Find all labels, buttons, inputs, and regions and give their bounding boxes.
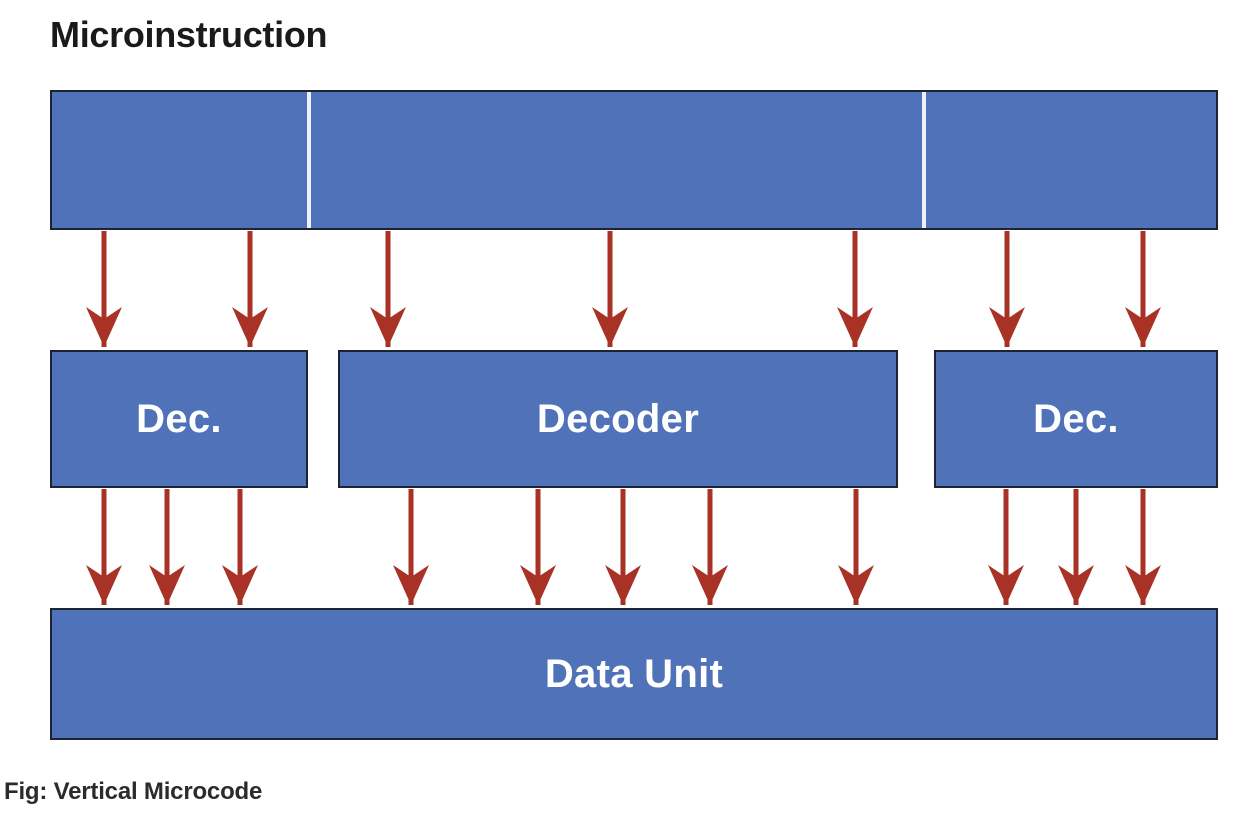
figure-caption: Fig: Vertical Microcode <box>4 778 263 805</box>
decoder-left-label: Dec. <box>136 397 222 441</box>
arrow-decoder-to-data-unit-5 <box>520 489 556 605</box>
arrow-bar-to-decoder-2 <box>232 231 268 347</box>
arrow-bar-to-decoder-7 <box>1125 231 1161 347</box>
arrow-decoder-to-data-unit-11 <box>1125 489 1161 605</box>
decoder-right-label: Dec. <box>1033 397 1119 441</box>
arrow-bar-to-decoder-6 <box>989 231 1025 347</box>
microinstruction-bar <box>50 90 1218 230</box>
microinstruction-field-divider-1 <box>307 92 311 228</box>
arrow-decoder-to-data-unit-8 <box>838 489 874 605</box>
arrow-bar-to-decoder-1 <box>86 231 122 347</box>
arrow-decoder-to-data-unit-2 <box>149 489 185 605</box>
microinstruction-field-divider-2 <box>922 92 926 228</box>
arrow-bar-to-decoder-3 <box>370 231 406 347</box>
arrow-decoder-to-data-unit-3 <box>222 489 258 605</box>
decoder-middle-label: Decoder <box>536 397 700 441</box>
decoder-right-box: Dec. <box>934 350 1218 488</box>
arrow-decoder-to-data-unit-6 <box>605 489 641 605</box>
arrow-decoder-to-data-unit-7 <box>692 489 728 605</box>
data-unit-label: Data Unit <box>544 652 724 696</box>
arrow-bar-to-decoder-4 <box>592 231 628 347</box>
arrow-decoder-to-data-unit-10 <box>1058 489 1094 605</box>
data-unit-box: Data Unit <box>50 608 1218 740</box>
page-title: Microinstruction <box>50 14 328 55</box>
arrow-bar-to-decoder-5 <box>837 231 873 347</box>
arrow-decoder-to-data-unit-1 <box>86 489 122 605</box>
arrow-decoder-to-data-unit-4 <box>393 489 429 605</box>
decoder-left-box: Dec. <box>50 350 308 488</box>
decoder-middle-box: Decoder <box>338 350 898 488</box>
arrow-decoder-to-data-unit-9 <box>988 489 1024 605</box>
